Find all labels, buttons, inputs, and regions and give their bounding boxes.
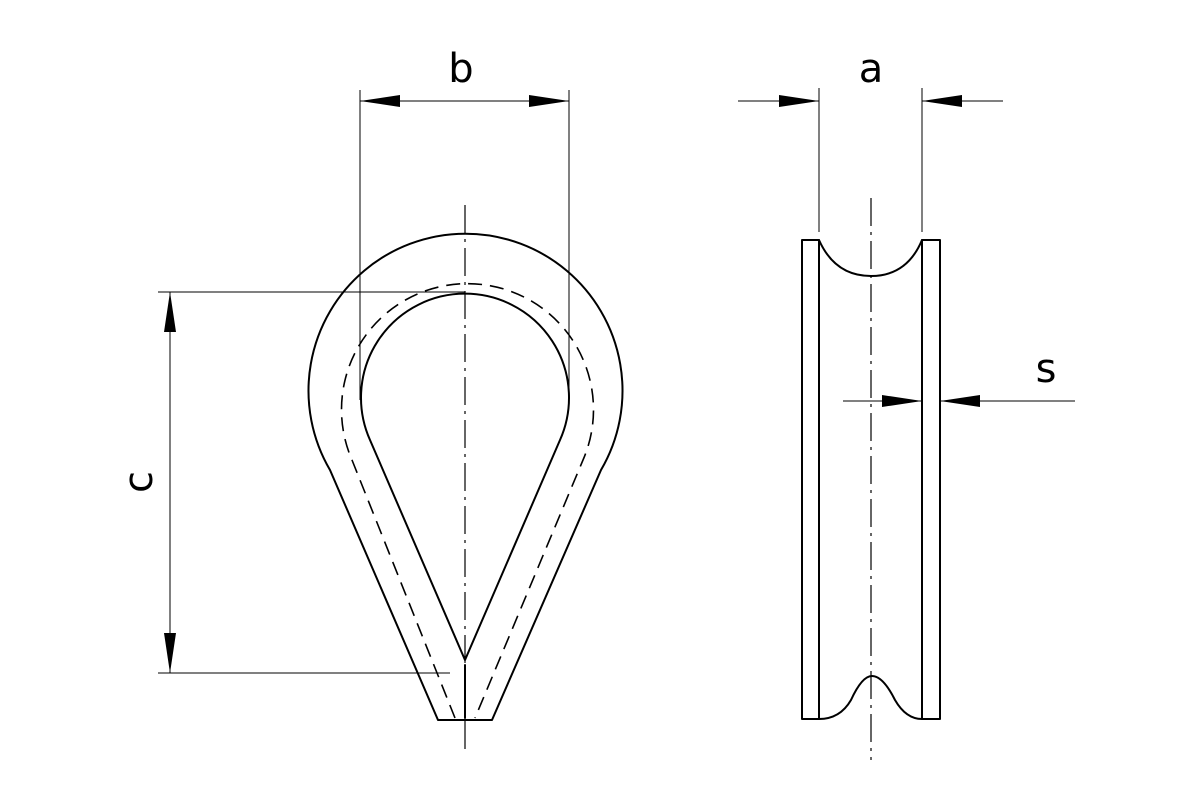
dim-b-label: b	[448, 46, 473, 92]
dimension-a: a	[738, 46, 1003, 232]
dim-c-arrow-bottom	[164, 633, 176, 673]
thimble-groove-hidden-line	[340, 282, 595, 719]
dim-a-arrow-right	[922, 95, 962, 107]
dim-c-arrow-top	[164, 292, 176, 332]
dimension-s: s	[843, 346, 1075, 407]
dim-s-arrow-right	[940, 395, 980, 407]
side-right-flange	[921, 239, 941, 720]
side-view	[801, 198, 941, 760]
dim-b-arrow-left	[360, 95, 400, 107]
dim-a-arrow-left	[779, 95, 819, 107]
dim-c-label: c	[116, 471, 162, 493]
dim-a-label: a	[859, 46, 884, 92]
dimension-c: c	[116, 291, 465, 674]
dimension-b: b	[359, 46, 570, 400]
dim-s-label: s	[1036, 346, 1057, 392]
dim-b-arrow-right	[529, 95, 569, 107]
front-view	[307, 205, 624, 755]
dim-s-arrow-left	[882, 395, 922, 407]
thimble-outer-contour	[307, 232, 624, 721]
side-bottom-groove	[818, 675, 923, 720]
side-left-flange	[801, 239, 820, 720]
